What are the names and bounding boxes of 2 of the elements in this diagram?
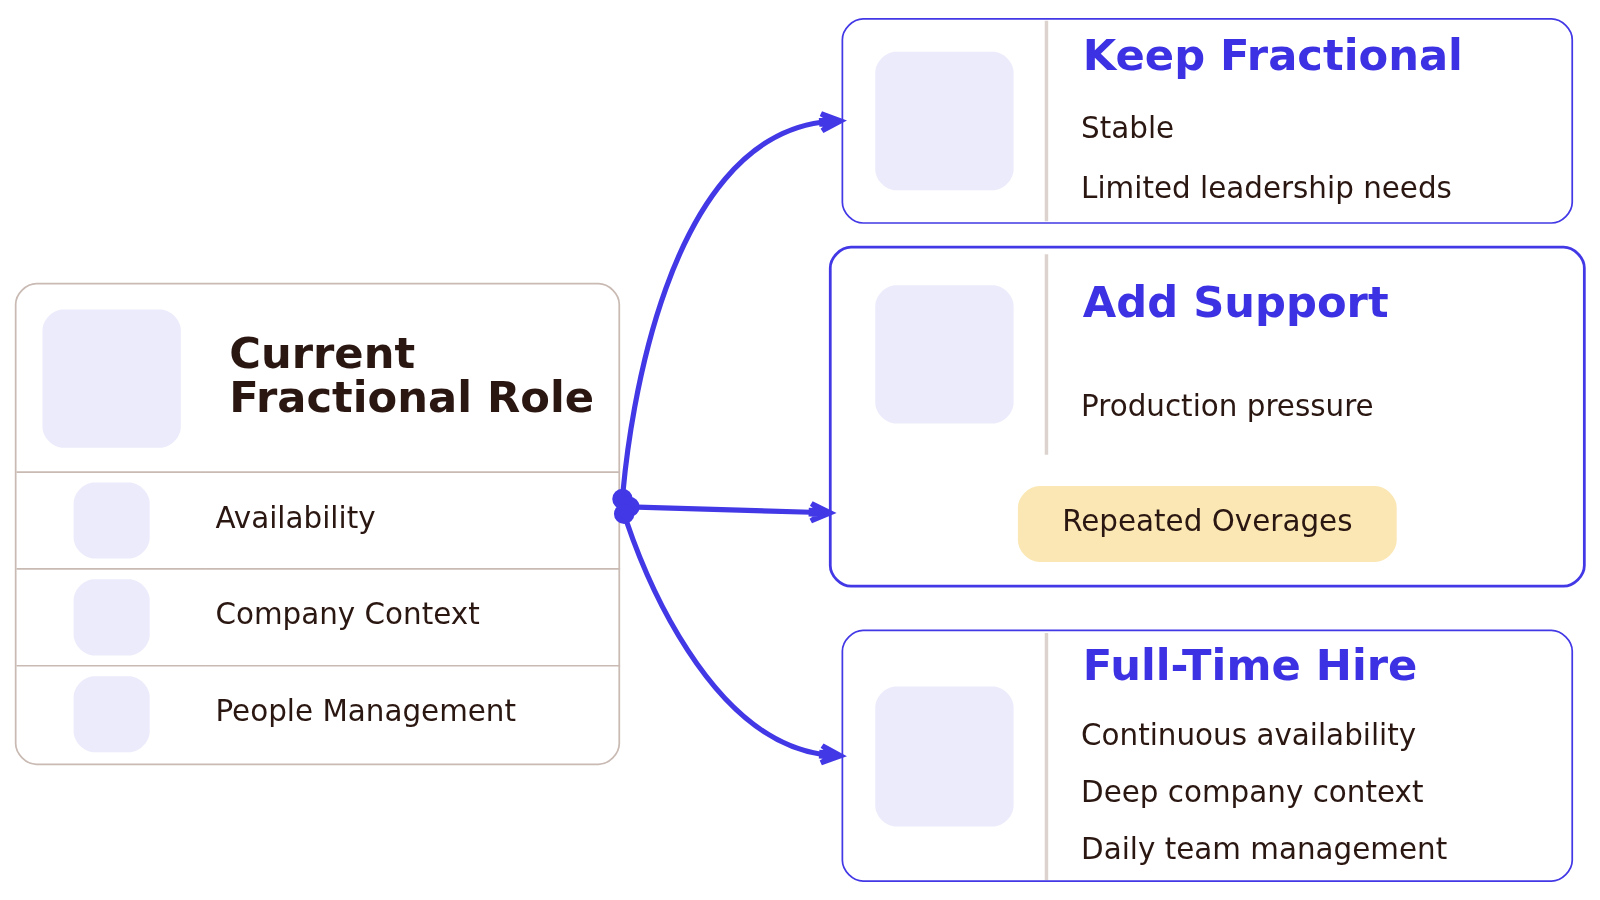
arrow (613, 503, 844, 766)
node-box: Repeated Overages (1017, 485, 1397, 562)
